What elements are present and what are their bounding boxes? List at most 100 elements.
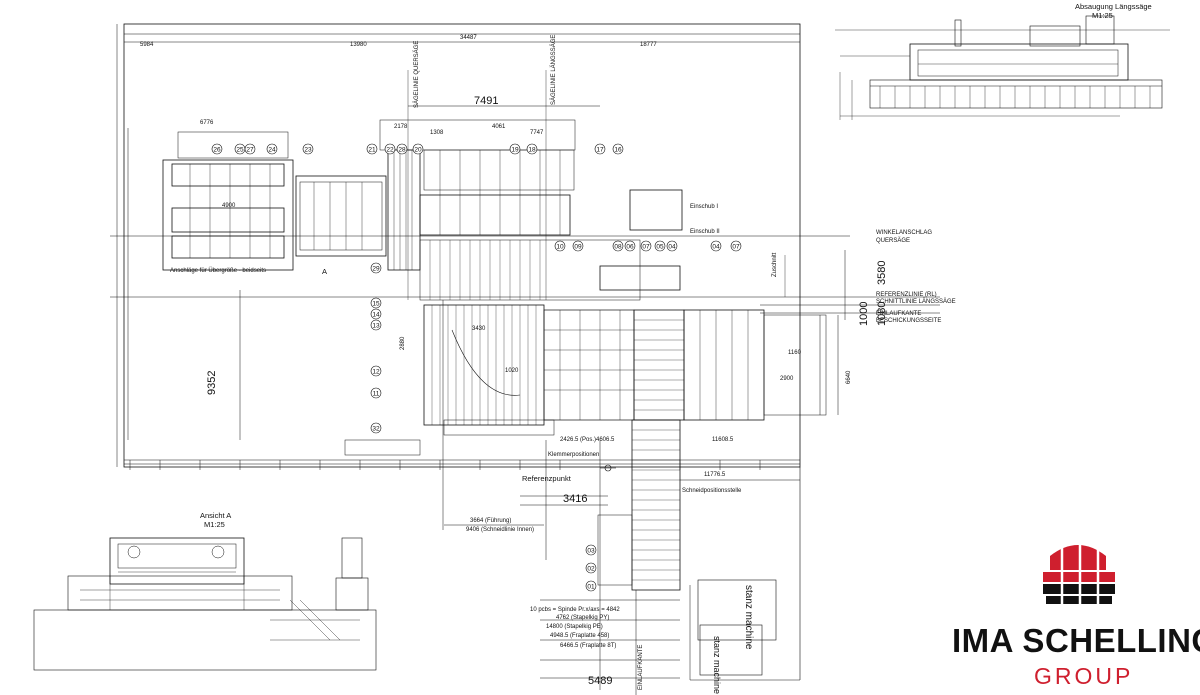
- balloon-05: 05: [656, 244, 664, 251]
- label-saegelinie-quer: SÄGELINIE QUERSÄGE: [413, 41, 420, 108]
- dim-3430: 3430: [472, 326, 486, 332]
- dim-4606: 4606.5: [596, 437, 615, 443]
- balloon-24: 24: [268, 147, 276, 154]
- balloon-28: 28: [398, 147, 406, 154]
- dim-3580: 3580: [876, 261, 888, 285]
- balloon-09: 09: [574, 244, 582, 251]
- balloon-04b: 04: [712, 244, 720, 251]
- balloon-10: 10: [556, 244, 564, 251]
- view-ansicht-a-title: Ansicht A: [200, 511, 231, 520]
- label-einschub-1: Einschub I: [690, 204, 718, 210]
- balloon-07b: 07: [732, 244, 740, 251]
- dim-2178: 2178: [394, 124, 408, 130]
- dim-1020: 1020: [505, 368, 519, 374]
- dim-11776: 11776.5: [704, 472, 726, 478]
- balloon-01: 01: [587, 584, 595, 591]
- section-marker-a: A: [322, 267, 327, 276]
- dim-3664: 3664 (Führung): [470, 518, 511, 524]
- dim-2426: 2426.5 (Pos.): [560, 437, 596, 443]
- cable-note-5: 6466.5 (Fraplatte 8T): [560, 643, 616, 649]
- label-klemmerpositionen: Klemmerpositionen: [548, 452, 599, 458]
- dim-6640: 6640: [846, 370, 852, 384]
- balloon-02: 02: [587, 566, 595, 573]
- balloon-11: 11: [373, 391, 380, 398]
- brand-group: GROUP: [1034, 663, 1133, 689]
- dim-5489: 5489: [588, 675, 612, 687]
- balloon-03: 03: [587, 548, 595, 555]
- dim-9352: 9352: [206, 371, 218, 395]
- label-bedienseite: BESCHICKUNGSSEITE: [876, 318, 941, 324]
- dim-7747: 7747: [530, 130, 544, 136]
- balloon-22: 22: [386, 147, 394, 154]
- cable-note-4: 4948.5 (Fraplatte 458): [550, 633, 609, 639]
- balloon-08: 08: [614, 244, 622, 251]
- label-einschub-2: Einschub II: [690, 229, 720, 235]
- balloon-15: 15: [372, 301, 380, 308]
- label-stapelposition: Schneidpositionsstelle: [682, 488, 742, 494]
- balloon-29: 29: [372, 266, 380, 273]
- dim-4061: 4061: [492, 124, 506, 130]
- dim-9406: 9406 (Schneidlinie Innen): [466, 527, 534, 533]
- label-anschlaege: Anschläge für Übergröße - beidseits: [170, 267, 266, 274]
- dimension-labels: 7491 3580 1000 1080 9352 3416 5489 6776 …: [140, 35, 888, 687]
- dim-6776: 6776: [200, 120, 214, 126]
- dim-1080: 1080: [876, 302, 888, 326]
- balloon-18: 18: [528, 147, 536, 154]
- balloon-labels: 26 25 27 24 23 21 22 28 20 19 18 17 16 2…: [213, 147, 740, 591]
- dim-5984: 5984: [140, 42, 154, 48]
- label-saegelinie-laengs: SÄGELINIE LÄNGSSÄGE: [550, 35, 557, 105]
- label-einlaufkante-v: EINLAUFKANTE: [638, 645, 644, 690]
- view-absaugung: [835, 15, 1170, 120]
- label-referenzlinie: REFERENZLINIE (RL): [876, 292, 937, 298]
- balloon-14: 14: [372, 312, 380, 319]
- dim-1000: 1000: [858, 302, 870, 326]
- label-zuschnitt: Zuschnitt: [772, 252, 778, 277]
- label-schnittlinie: SCHNITTLINIE LÄNGSSÄGE: [876, 298, 956, 305]
- balloon-26: 26: [213, 147, 221, 154]
- brand-name: IMA SCHELLING: [952, 622, 1200, 659]
- position-balloons: [211, 143, 742, 592]
- balloon-21: 21: [368, 147, 376, 154]
- view-absaugung-title: Absaugung Längssäge: [1075, 2, 1152, 11]
- view-ansicht-a: [33, 537, 377, 671]
- balloon-25: 25: [236, 147, 244, 154]
- label-stanz-machine-1: stanz machine: [743, 585, 754, 650]
- cable-note-2: 4762 (Stapelkig PY): [556, 615, 609, 621]
- balloon-12: 12: [372, 369, 380, 376]
- brand-logo: IMA SCHELLING GROUP: [952, 536, 1200, 689]
- dim-11608: 11608.5: [712, 437, 734, 443]
- balloon-04: 04: [668, 244, 676, 251]
- balloon-23: 23: [304, 147, 312, 154]
- cable-notes: 10 pcbs = Spinde Pr.x/axs = 4842 4762 (S…: [530, 607, 620, 649]
- balloon-07: 07: [642, 244, 650, 251]
- view-ansicht-a-scale: M1:25: [204, 520, 225, 529]
- view-absaugung-scale: M1:25: [1092, 11, 1113, 20]
- balloon-13: 13: [372, 323, 380, 330]
- dim-1308: 1308: [430, 130, 444, 136]
- dim-7491: 7491: [474, 95, 498, 107]
- dim-18777: 18777: [640, 42, 657, 48]
- balloon-17: 17: [596, 147, 604, 154]
- balloon-16: 16: [614, 147, 622, 154]
- plan-labels: SÄGELINIE QUERSÄGE SÄGELINIE LÄNGSSÄGE W…: [170, 35, 956, 694]
- balloon-27: 27: [246, 147, 254, 154]
- dim-2900: 2900: [780, 376, 794, 382]
- label-stanz-machine-2: stanz machine: [712, 636, 722, 694]
- logo-globe-icon: [1043, 536, 1115, 606]
- floor-plan: [110, 23, 940, 695]
- label-quersaege: QUERSÄGE: [876, 237, 910, 244]
- dim-2880: 2880: [400, 336, 406, 350]
- dim-4900: 4900: [222, 203, 236, 209]
- dim-34487: 34487: [460, 35, 477, 41]
- balloon-20: 20: [414, 147, 422, 154]
- balloon-06: 06: [626, 244, 634, 251]
- cable-note-1: 10 pcbs = Spinde Pr.x/axs = 4842: [530, 607, 620, 613]
- dim-13980: 13980: [350, 42, 367, 48]
- cable-note-3: 14800 (Stapelkig PE): [546, 624, 603, 630]
- label-winkelanschlag: WINKELANSCHLAG: [876, 230, 932, 236]
- balloon-19: 19: [511, 147, 519, 154]
- label-referenzpunkt: Referenzpunkt: [522, 474, 572, 483]
- balloon-32: 32: [372, 426, 380, 433]
- label-einlaufkante: EINLAUFKANTE: [876, 311, 921, 317]
